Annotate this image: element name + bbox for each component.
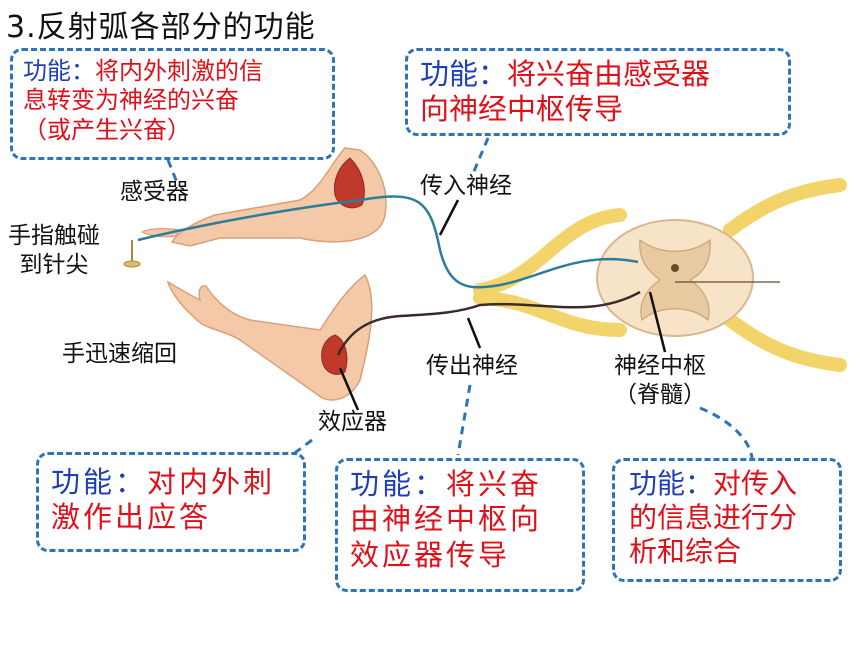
label-finger-touch-line2: 到针尖 — [19, 251, 89, 278]
afferent-function-line1: 功能：将兴奋由感受器 — [420, 57, 776, 92]
label-receptor: 感受器 — [120, 179, 189, 205]
lower-arm — [166, 273, 373, 401]
label-center-line2: （脊髓） — [614, 381, 706, 408]
center-function-line3: 析和综合 — [629, 535, 742, 569]
center-function-box: 功能：对传入 的信息进行分 析和综合 — [612, 458, 842, 582]
receptor-function-line2: 息转变为神经的兴奋 — [23, 86, 239, 115]
function-key: 功能： — [51, 465, 148, 499]
center-function-text: 对传入 — [713, 467, 798, 500]
receptor-function-box: 功能：将内外刺激的信 息转变为神经的兴奋 （或产生兴奋） — [10, 48, 335, 160]
afferent-function-box: 功能：将兴奋由感受器 向神经中枢传导 — [405, 48, 791, 136]
afferent-nerve-path — [137, 195, 639, 289]
afferent-function-line2: 向神经中枢传导 — [420, 92, 624, 127]
afferent-function-text: 将兴奋由感受器 — [507, 57, 711, 91]
label-center: 神经中枢 （脊髓） — [614, 352, 706, 410]
label-finger-touch-line1: 手指触碰 — [8, 223, 100, 249]
receptor-function-text: 将内外刺激的信 — [95, 57, 263, 85]
efferent-function-text: 将兴奋 — [446, 467, 543, 501]
label-finger-touch: 手指触碰 到针尖 — [8, 222, 100, 280]
function-key: 功能： — [350, 467, 447, 501]
function-key: 功能： — [23, 57, 95, 85]
leader-lines — [338, 199, 667, 411]
effector-function-text: 对内外刺 — [147, 465, 276, 499]
spinal-cord — [596, 219, 780, 337]
function-key: 功能： — [420, 57, 508, 91]
function-key: 功能： — [629, 467, 714, 500]
label-afferent: 传入神经 — [420, 173, 512, 199]
label-efferent: 传出神经 — [426, 353, 518, 379]
efferent-function-box: 功能：将兴奋 由神经中枢向 效应器传导 — [335, 458, 585, 592]
label-effector: 效应器 — [318, 409, 387, 435]
effector-function-line2: 激作出应答 — [51, 500, 212, 535]
efferent-function-line2: 由神经中枢向 — [350, 502, 543, 537]
effector-function-line1: 功能：对内外刺 — [51, 465, 291, 500]
efferent-nerve-path — [336, 290, 641, 356]
receptor-function-line1: 功能：将内外刺激的信 — [23, 57, 322, 86]
center-function-line1: 功能：对传入 — [629, 467, 825, 501]
center-function-line2: 的信息进行分 — [629, 501, 798, 535]
needle — [123, 240, 141, 268]
page-title: 3.反射弧各部分的功能 — [6, 10, 316, 45]
receptor-function-line3: （或产生兴奋） — [23, 115, 191, 144]
efferent-function-line1: 功能：将兴奋 — [350, 467, 570, 502]
label-center-line1: 神经中枢 — [614, 353, 706, 379]
label-withdraw: 手迅速缩回 — [62, 341, 177, 367]
effector-function-box: 功能：对内外刺 激作出应答 — [36, 452, 306, 552]
efferent-function-line3: 效应器传导 — [350, 537, 511, 572]
